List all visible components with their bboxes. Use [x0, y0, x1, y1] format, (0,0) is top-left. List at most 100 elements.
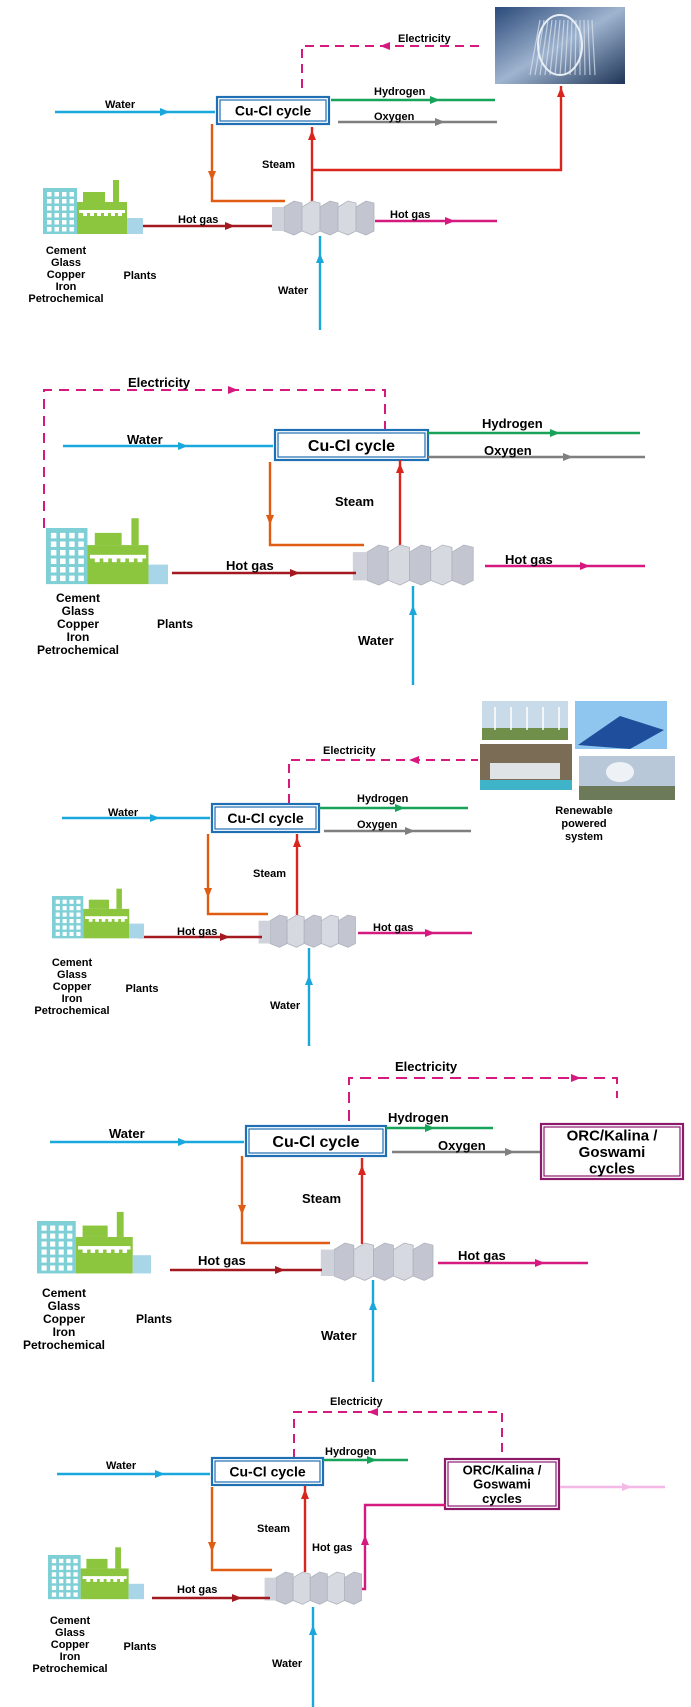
hydrogen-label: Hydrogen — [374, 86, 426, 98]
steam-label: Steam — [257, 1523, 290, 1535]
wind-turbines-photo — [482, 701, 568, 740]
cu-cl-cycle-box-outer — [210, 802, 321, 834]
steam-arrow — [396, 463, 404, 473]
cu-cl-cycle-box: Cu-Cl cycle — [227, 810, 303, 826]
industry-label: Cement — [50, 1615, 91, 1627]
industry-label: Copper — [43, 1312, 85, 1326]
hot-gas-in-label: Hot gas — [198, 1253, 246, 1268]
hot-gas-out-label: Hot gas — [373, 922, 413, 934]
water-in-label: Water — [108, 807, 139, 819]
hot-gas-out-label: Hot gas — [458, 1248, 506, 1263]
electricity-arrow — [228, 386, 238, 394]
feed-arrow — [238, 1205, 246, 1215]
industry-label: Iron — [67, 630, 90, 644]
feed-line — [210, 1487, 272, 1572]
renewable-label: powered — [561, 818, 606, 830]
hot-gas-in-arrow — [232, 1594, 242, 1602]
electricity-label: Electricity — [323, 745, 376, 757]
cu-cl-cycle-box: Cu-Cl cycle — [235, 103, 311, 119]
industry-label: Petrochemical — [28, 293, 103, 305]
water-bottom-label: Water — [278, 285, 309, 297]
steam-label: Steam — [302, 1191, 341, 1206]
orc-kalina-goswami-box — [443, 1457, 561, 1511]
hot-gas-in-arrow — [275, 1266, 285, 1274]
steam-label: Steam — [262, 159, 295, 171]
orc-label-line: cycles — [589, 1160, 635, 1177]
hot-gas-in-arrow — [220, 933, 230, 941]
water-bottom-arrow — [369, 1300, 377, 1310]
industry-label: Iron — [56, 281, 77, 293]
cu-cl-cycle-box-outer — [244, 1124, 388, 1158]
industry-label: Glass — [48, 1299, 81, 1313]
orc-label-line: ORC/Kalina / — [567, 1127, 659, 1144]
cu-cl-cycle-box-outer — [215, 95, 331, 126]
hydrogen-label: Hydrogen — [388, 1110, 449, 1125]
industry-label: Copper — [57, 617, 99, 631]
industrial-plant-icon — [43, 180, 143, 234]
oxygen-label: Oxygen — [357, 819, 398, 831]
water-bottom-label: Water — [321, 1328, 357, 1343]
water-in-label: Water — [109, 1126, 145, 1141]
electricity-label: Electricity — [398, 33, 451, 45]
industry-label: Iron — [62, 993, 83, 1005]
water-bottom-label: Water — [358, 633, 394, 648]
hydrogen-label: Hydrogen — [325, 1446, 377, 1458]
plants-label: Plants — [123, 270, 156, 282]
industry-label: Cement — [56, 591, 100, 605]
plants-label: Plants — [123, 1641, 156, 1653]
industry-label: Iron — [53, 1325, 76, 1339]
plants-label: Plants — [157, 617, 193, 631]
oxygen-arrow — [563, 453, 573, 461]
renewable-label: system — [565, 831, 603, 843]
electricity-arrow — [380, 42, 390, 50]
industry-label: Cement — [42, 1286, 86, 1300]
steam-arrow — [308, 130, 316, 140]
orc-label-line: Goswami — [473, 1477, 531, 1492]
electricity-line — [43, 389, 386, 528]
industry-label: Glass — [51, 257, 81, 269]
feed-arrow — [208, 1542, 216, 1552]
oxygen-arrow — [435, 118, 445, 126]
cu-cl-cycle-box-outer — [273, 428, 430, 462]
hot-gas-in-label: Hot gas — [226, 558, 274, 573]
industry-label: Cement — [46, 245, 87, 257]
turbine-photo — [495, 7, 625, 84]
steam-to-turbine-line — [312, 86, 563, 172]
orc-output-arrow — [622, 1483, 632, 1491]
water-bottom-arrow — [305, 975, 313, 985]
orc-label-line: ORC/Kalina / — [463, 1462, 542, 1477]
steam-arrow — [358, 1165, 366, 1175]
oxygen-label: Oxygen — [484, 443, 532, 458]
industry-label: Copper — [51, 1639, 90, 1651]
solar-panels-photo — [575, 701, 667, 749]
geothermal-plant-photo — [579, 756, 675, 800]
water-in-label: Water — [127, 432, 163, 447]
feed-line — [210, 124, 285, 203]
industry-label: Petrochemical — [37, 643, 119, 657]
heat-exchanger-icon — [272, 200, 375, 236]
industry-label: Glass — [57, 969, 87, 981]
hot-gas-to-orc-line — [362, 1503, 446, 1591]
hot-gas-out-arrow — [445, 217, 455, 225]
steam-arrow — [293, 837, 301, 847]
hot-gas-out-label: Hot gas — [390, 209, 430, 221]
water-in-arrow — [155, 1470, 165, 1478]
cu-cl-cycle-box-outer — [210, 1456, 325, 1487]
heat-exchanger-icon — [352, 544, 474, 586]
orc-label-line: Goswami — [579, 1144, 646, 1161]
heat-exchanger-icon — [320, 1242, 434, 1281]
feed-line — [268, 462, 364, 547]
hot-gas-out-arrow — [580, 562, 590, 570]
hot-gas-in-label: Hot gas — [177, 926, 217, 938]
feed-line — [206, 834, 268, 916]
industrial-plant-icon — [48, 1547, 144, 1600]
electricity-arrow — [368, 1408, 378, 1416]
orc-label-line: cycles — [482, 1491, 522, 1506]
feed-arrow — [204, 888, 212, 898]
hydro-dam-photo — [480, 744, 572, 790]
industrial-plant-icon — [46, 518, 168, 585]
hot-gas-to-orc-arrow — [361, 1535, 369, 1545]
